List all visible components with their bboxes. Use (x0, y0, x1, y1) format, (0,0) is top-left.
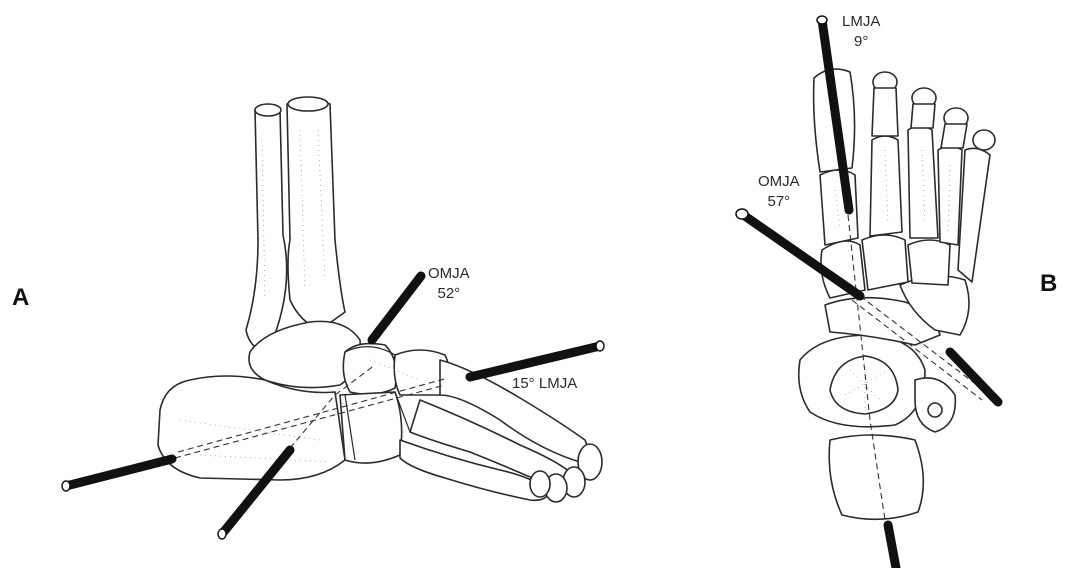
cuboid-bone (340, 392, 402, 463)
calcaneus-bone-b (829, 435, 923, 519)
rod-lmja-anterior (470, 346, 600, 377)
tibia-bone (287, 100, 345, 330)
calcaneus-bone (158, 376, 345, 480)
omja-name-b: OMJA (758, 172, 800, 192)
rod-omja-superior (372, 276, 421, 340)
panel-b-drawing (736, 16, 998, 568)
phalanx-4 (530, 471, 550, 497)
panel-a-drawing (62, 97, 604, 539)
panel-a-omja-label: OMJA 52° (428, 264, 470, 304)
lmja-angle-b: 9° (842, 32, 880, 52)
metatarsal-5-b (958, 148, 990, 282)
panel-letter-b: B (1040, 270, 1057, 298)
omja-angle-a: 52° (428, 284, 470, 304)
rod-lmja-posterior (66, 459, 172, 486)
omja-name-a: OMJA (428, 264, 470, 284)
panel-b-omja-label: OMJA 57° (758, 172, 800, 212)
metatarsal-2-b (870, 136, 902, 236)
fibula-cut-end (255, 104, 281, 116)
fibula-bone (246, 107, 287, 352)
lmja-name-b: LMJA (842, 12, 880, 32)
panel-letter-a: A (12, 284, 29, 312)
omja-angle-b: 57° (758, 192, 800, 212)
tibia-cut-end (288, 97, 328, 111)
panel-a-lmja-label: 15° LMJA (512, 374, 577, 394)
panel-b-lmja-label: LMJA 9° (842, 12, 880, 52)
metatarsal-4-b (938, 146, 962, 245)
metatarsal-3-b (908, 126, 938, 238)
rod-lmja-b-inferior (888, 525, 896, 568)
